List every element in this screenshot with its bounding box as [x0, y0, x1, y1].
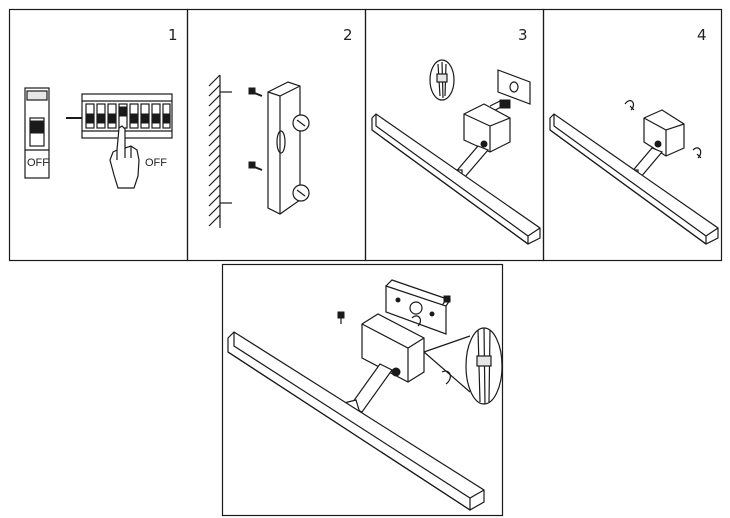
step-number-4: 4 [697, 26, 707, 44]
lamp-housing [643, 109, 685, 157]
panel-step-3: 3 [364, 8, 545, 262]
panel-step-2: 2 [186, 8, 367, 262]
step-number-1: 1 [168, 26, 178, 44]
light-bar [549, 113, 719, 245]
wall-hatch [208, 74, 232, 228]
lamp-housing [361, 313, 425, 383]
panel-assembled [221, 263, 504, 517]
light-bar [371, 113, 541, 245]
wire-connection-detail [429, 59, 455, 101]
mounting-bracket [267, 81, 301, 215]
bracket-center-slot [276, 130, 286, 154]
panel-step-4: 4 [542, 8, 723, 262]
step-number-2: 2 [343, 26, 353, 44]
panel-5-frame [221, 263, 504, 517]
wall-switch: OFF [24, 87, 50, 179]
light-bar [227, 331, 485, 511]
panel-step-1: 1 OFF [8, 8, 189, 262]
step-number-3: 3 [518, 26, 528, 44]
wall-plug-icon [292, 114, 310, 202]
breaker-switches [85, 103, 171, 129]
screw-icon [624, 100, 702, 159]
wall-bracket [385, 279, 451, 335]
wire-connection-detail [423, 327, 503, 405]
panel-4-frame [542, 8, 723, 262]
breaker-panel [66, 93, 173, 139]
switch-off-label: OFF [27, 157, 49, 169]
hand-icon [109, 125, 140, 189]
screws [248, 87, 263, 171]
lamp-housing [463, 103, 511, 153]
wall-bracket [497, 69, 531, 105]
breaker-off-label: OFF [145, 157, 167, 169]
